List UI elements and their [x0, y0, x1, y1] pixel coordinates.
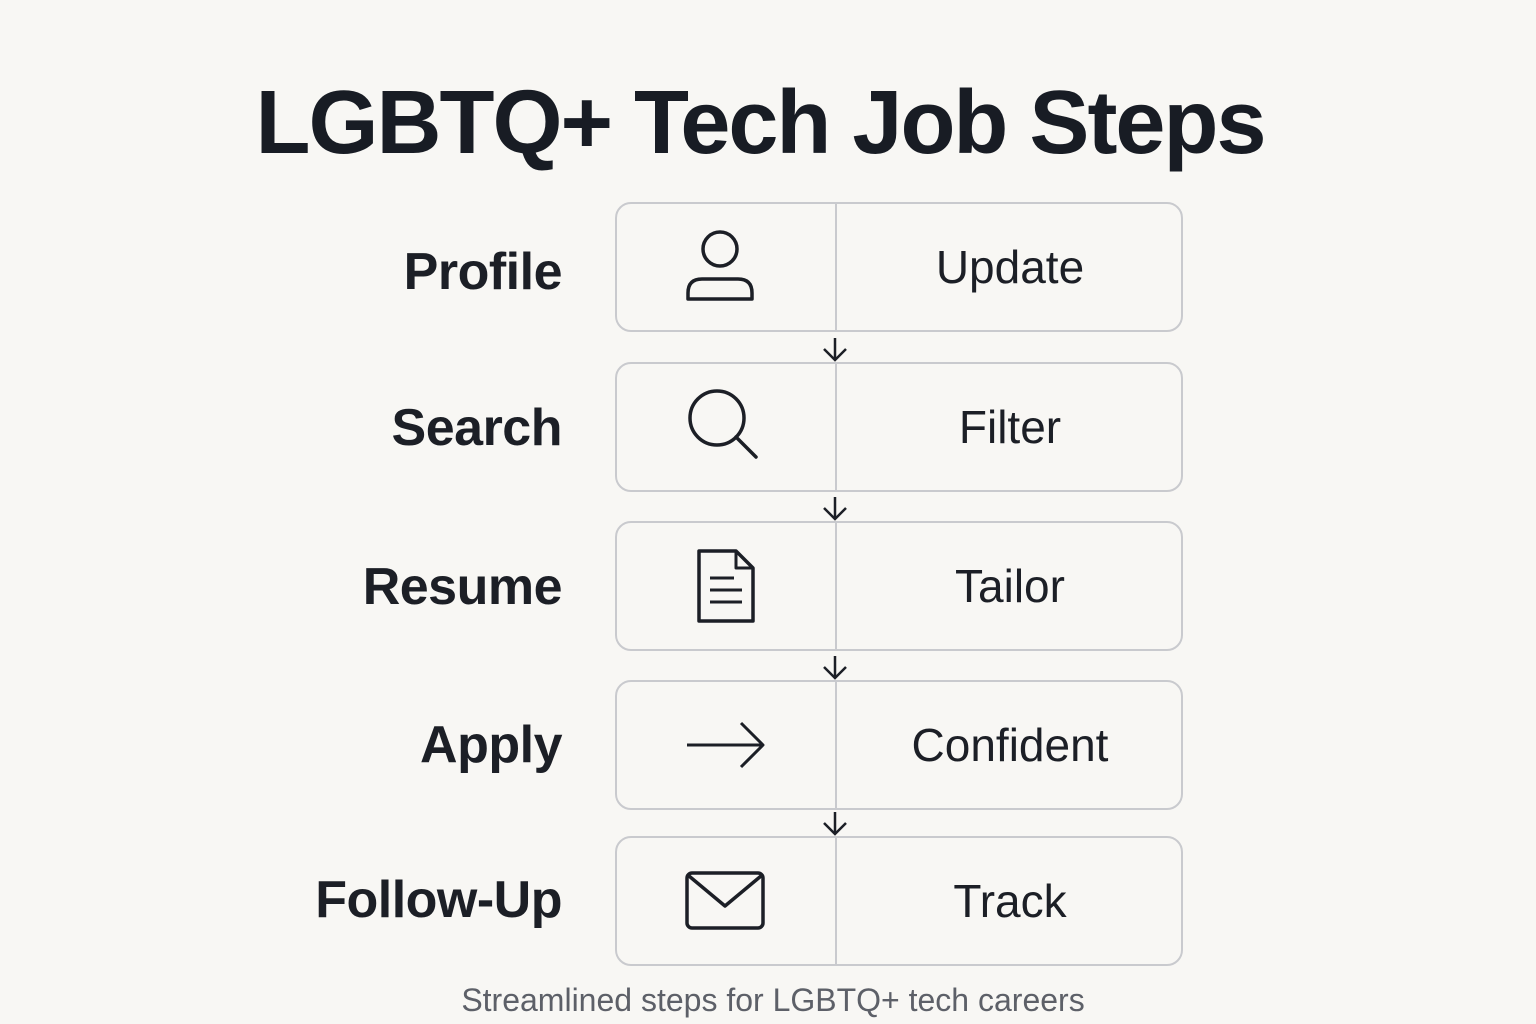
arrow-right-icon: [617, 682, 835, 808]
step-card-follow-up: Track: [615, 836, 1183, 966]
caption: Streamlined steps for LGBTQ+ tech career…: [461, 982, 1085, 1018]
step-label-search: Search: [391, 399, 563, 457]
card-divider: [835, 364, 837, 490]
step-action-tailor: Tailor: [955, 560, 1065, 612]
step-label-apply: Apply: [420, 716, 562, 774]
card-divider: [835, 682, 837, 808]
person-icon: [617, 204, 835, 330]
down-arrow-connector: [823, 656, 847, 680]
step-action-track: Track: [953, 875, 1067, 927]
step-card-resume: Tailor: [615, 521, 1183, 651]
card-divider: [835, 838, 837, 964]
step-label-follow-up: Follow-Up: [315, 871, 562, 929]
document-icon: [617, 523, 835, 649]
step-label-resume: Resume: [362, 558, 563, 616]
step-card-apply: Confident: [615, 680, 1183, 810]
magnifier-icon: [617, 364, 835, 490]
envelope-icon: [617, 838, 835, 964]
card-divider: [835, 523, 837, 649]
down-arrow-connector: [823, 812, 847, 836]
card-divider: [835, 204, 837, 330]
step-card-search: Filter: [615, 362, 1183, 492]
step-label-profile: Profile: [403, 243, 563, 301]
step-action-filter: Filter: [958, 401, 1062, 453]
down-arrow-connector: [823, 497, 847, 521]
step-card-profile: Update: [615, 202, 1183, 332]
step-action-update: Update: [935, 241, 1085, 293]
page-title: LGBTQ+ Tech Job Steps: [255, 73, 1267, 173]
down-arrow-connector: [823, 338, 847, 362]
step-action-confident: Confident: [911, 719, 1109, 771]
